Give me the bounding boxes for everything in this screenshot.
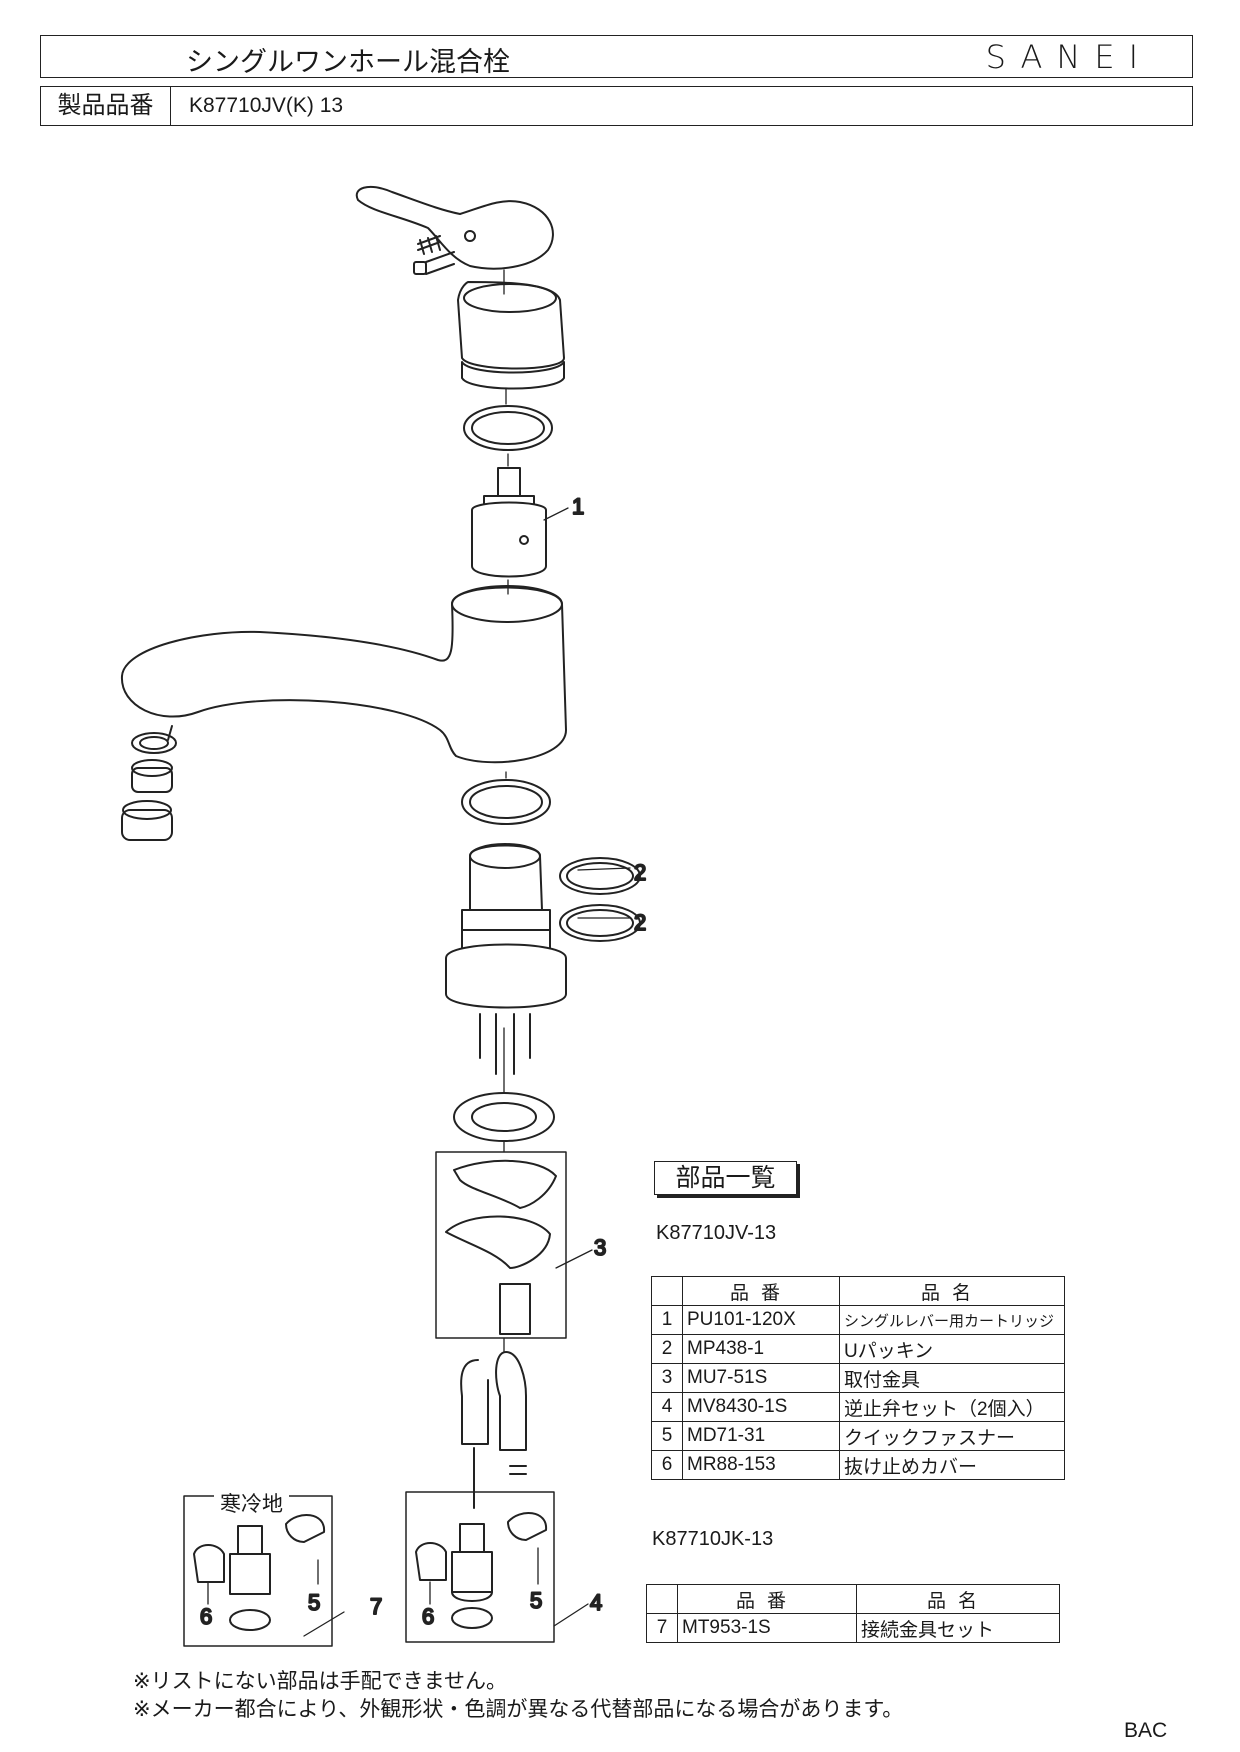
table-row: 5 MD71-31 クイックファスナー xyxy=(651,1421,1065,1451)
col-part-name: 品名 xyxy=(839,1276,1065,1306)
washer xyxy=(453,1092,555,1142)
cartridge xyxy=(471,467,547,578)
callout-1: 1 xyxy=(572,494,584,519)
callout-6b: 6 xyxy=(200,1604,212,1629)
cold-area-parts xyxy=(193,1513,326,1631)
u-packing-lower xyxy=(559,904,641,942)
col-part-name: 品名 xyxy=(856,1584,1060,1614)
parts-table-1: 品番 品名 1 PU101-120X シングルレバー用カートリッジ 2 MP43… xyxy=(651,1276,1065,1480)
table-row: 7 MT953-1S 接続金具セット xyxy=(646,1613,1060,1643)
product-title: シングルワンホール混合栓 xyxy=(186,47,510,78)
callout-7: 7 xyxy=(370,1594,382,1619)
col-part-no: 品番 xyxy=(682,1276,840,1306)
table-header-row: 品番 品名 xyxy=(651,1276,1065,1306)
callout-5a: 5 xyxy=(530,1588,542,1613)
table-row: 6 MR88-153 抜け止めカバー xyxy=(651,1450,1065,1480)
product-number-value: K87710JV(K) 13 xyxy=(189,94,344,117)
note-2: ※メーカー都合により、外観形状・色調が異なる代替部品になる場合があります。 xyxy=(133,1697,904,1721)
mounting-hardware-box xyxy=(435,1151,567,1339)
callout-4: 4 xyxy=(590,1590,602,1615)
spout-body xyxy=(120,585,567,764)
table-row: 4 MV8430-1S 逆止弁セット（2個入） xyxy=(651,1392,1065,1422)
product-number-label: 製品品番 xyxy=(41,87,171,125)
table-row: 1 PU101-120X シングルレバー用カートリッジ xyxy=(651,1305,1065,1335)
callout-5b: 5 xyxy=(308,1590,320,1615)
valve-body xyxy=(445,843,567,1075)
lever-handle xyxy=(355,185,554,275)
parts-list-title: 部品一覧 xyxy=(654,1161,797,1195)
title-bar: シングルワンホール混合栓 SANEI xyxy=(40,35,1193,78)
ring-nut xyxy=(463,405,553,451)
model-number-1: K87710JV-13 xyxy=(656,1222,777,1244)
table-row: 2 MP438-1 Uパッキン xyxy=(651,1334,1065,1364)
cap-cover xyxy=(457,281,565,390)
check-valve-box xyxy=(405,1491,555,1643)
cold-area-label: 寒冷地 xyxy=(214,1488,289,1518)
callout-2b: 2 xyxy=(634,910,646,935)
product-number-bar: 製品品番 K87710JV(K) 13 xyxy=(40,86,1193,126)
table-row: 3 MU7-51S 取付金具 xyxy=(651,1363,1065,1393)
table-header-row: 品番 品名 xyxy=(646,1584,1060,1614)
callout-3: 3 xyxy=(594,1235,606,1260)
u-packing-upper xyxy=(559,857,641,895)
col-part-no: 品番 xyxy=(677,1584,857,1614)
lower-ring xyxy=(461,779,551,825)
callout-2a: 2 xyxy=(634,860,646,885)
parts-table-2: 品番 品名 7 MT953-1S 接続金具セット xyxy=(646,1584,1060,1643)
doc-code: BAC xyxy=(1124,1719,1168,1742)
note-1: ※リストにない部品は手配できません。 xyxy=(133,1669,507,1693)
aerator-parts xyxy=(121,725,177,841)
callout-6a: 6 xyxy=(422,1604,434,1629)
check-valve-parts xyxy=(415,1511,548,1629)
supply-hoses xyxy=(460,1351,527,1509)
model-number-2: K87710JK-13 xyxy=(652,1528,774,1550)
brand-logo: SANEI xyxy=(985,38,1152,76)
